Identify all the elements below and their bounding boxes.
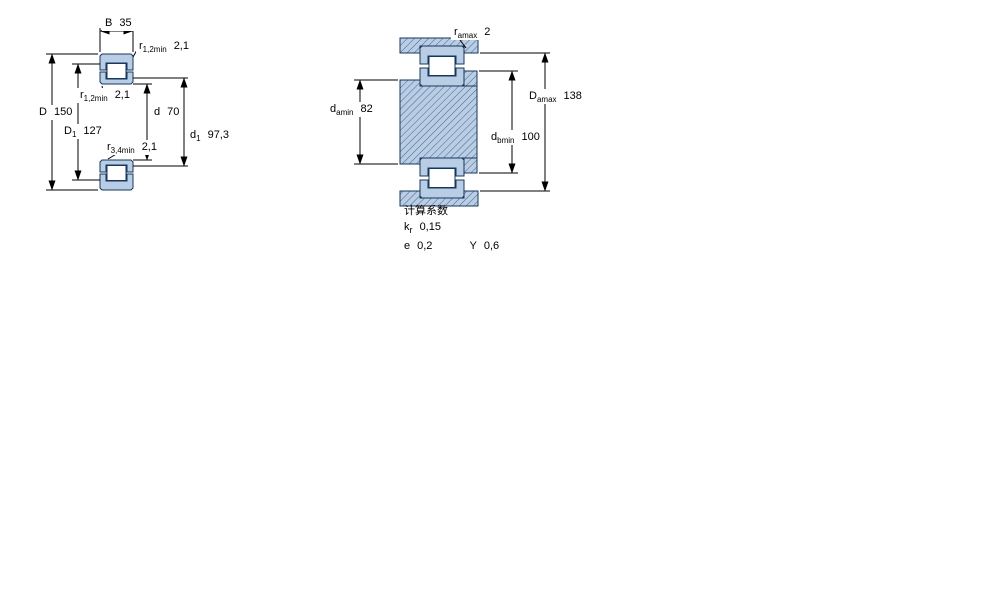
outer-ring-bottom-mounted xyxy=(419,179,465,199)
inner-ring-top-section xyxy=(99,71,134,85)
dim-value: 2,1 xyxy=(114,89,130,101)
outer-ring-bottom-section xyxy=(99,173,134,191)
dim-label-ra: ramax 2 xyxy=(451,25,494,41)
factor-subscript: r xyxy=(409,225,413,236)
abutment-figure xyxy=(354,35,550,207)
dim-label-r34: r3,4min 2,1 xyxy=(104,140,160,155)
inner-ring-bottom-section xyxy=(99,159,134,173)
dim-label-r12-bore: r1,2min 2,1 xyxy=(77,88,133,103)
dim-value: 150 xyxy=(53,106,73,118)
dim-label-B: B 35 xyxy=(102,16,135,31)
dim-label-r12-top: r1,2min 2,1 xyxy=(136,39,192,54)
factor-kr: kr 0,15 xyxy=(404,221,499,237)
factor-symbol: e xyxy=(404,240,411,253)
dim-subscript: amin xyxy=(336,108,354,118)
shaft-section xyxy=(399,79,478,165)
dim-symbol: r xyxy=(139,40,143,52)
dim-subscript: 3,4min xyxy=(110,146,135,156)
dim-value: 2 xyxy=(484,26,491,38)
abutment-collar-bottom xyxy=(463,157,478,174)
inner-ring-top-mounted xyxy=(419,67,465,87)
dim-value: 2,1 xyxy=(173,40,189,52)
dim-value: 70 xyxy=(167,106,180,118)
dim-label-Da: Damax 138 xyxy=(526,89,585,104)
dim-symbol: d xyxy=(330,103,337,115)
dim-value: 35 xyxy=(119,17,132,29)
dim-subscript: amax xyxy=(457,31,478,41)
factor-value: 0,15 xyxy=(419,221,441,233)
inner-ring-bottom-mounted xyxy=(419,157,465,177)
factor-e: e 0,2 xyxy=(404,240,432,252)
factor-value: 0,2 xyxy=(417,240,433,253)
roller-top-mounted xyxy=(428,56,456,76)
abutment-collar-top xyxy=(463,70,478,87)
dim-subscript: 1,2min xyxy=(83,94,108,104)
outer-ring-top-section xyxy=(99,53,134,71)
dim-symbol: d xyxy=(154,106,161,118)
outer-ring-top-mounted xyxy=(419,45,465,65)
factor-symbol: k xyxy=(404,221,410,233)
roller-bottom xyxy=(106,165,127,181)
calculation-factors: 计算系数 kr 0,15 e 0,2 Y 0,6 xyxy=(404,205,499,253)
dim-subscript: amax xyxy=(536,95,557,105)
roller-bottom-mounted xyxy=(428,168,456,188)
dim-label-D1: D1 127 xyxy=(61,124,105,139)
dim-symbol: D xyxy=(64,125,72,137)
calculation-factors-title: 计算系数 xyxy=(404,205,448,217)
factor-value: 0,6 xyxy=(483,240,500,253)
dim-value: 97,3 xyxy=(207,129,229,141)
factor-e-y-row: e 0,2 Y 0,6 xyxy=(404,240,499,253)
dim-symbol: B xyxy=(105,17,113,29)
dim-symbol: D xyxy=(529,90,537,102)
extension-lines-left-figure xyxy=(46,28,188,191)
factor-symbol: Y xyxy=(469,240,477,253)
dim-label-d: d 70 xyxy=(151,105,183,120)
dim-value: 82 xyxy=(360,103,373,115)
dim-value: 100 xyxy=(521,131,540,143)
dim-value: 138 xyxy=(563,90,582,102)
dim-label-db: dbmin 100 xyxy=(488,130,543,145)
dim-subscript: 1 xyxy=(71,130,77,140)
roller-top xyxy=(106,63,127,79)
dim-symbol: r xyxy=(107,141,111,153)
dim-value: 2,1 xyxy=(141,141,157,153)
dim-subscript: 1 xyxy=(196,134,201,144)
dim-symbol: D xyxy=(39,106,47,118)
dim-subscript: 1,2min xyxy=(142,45,167,55)
dim-value: 127 xyxy=(83,125,102,137)
dim-label-D: D 150 xyxy=(36,105,76,120)
factor-Y: Y 0,6 xyxy=(469,240,499,252)
dim-symbol: d xyxy=(190,129,197,141)
dim-symbol: r xyxy=(80,89,84,101)
dim-label-da: damin 82 xyxy=(327,102,376,117)
dim-symbol: r xyxy=(454,26,458,38)
dim-label-d1: d1 97,3 xyxy=(187,128,232,143)
extension-lines-right-figure xyxy=(354,52,550,192)
dim-symbol: d xyxy=(491,131,498,143)
dim-subscript: bmin xyxy=(497,136,515,146)
